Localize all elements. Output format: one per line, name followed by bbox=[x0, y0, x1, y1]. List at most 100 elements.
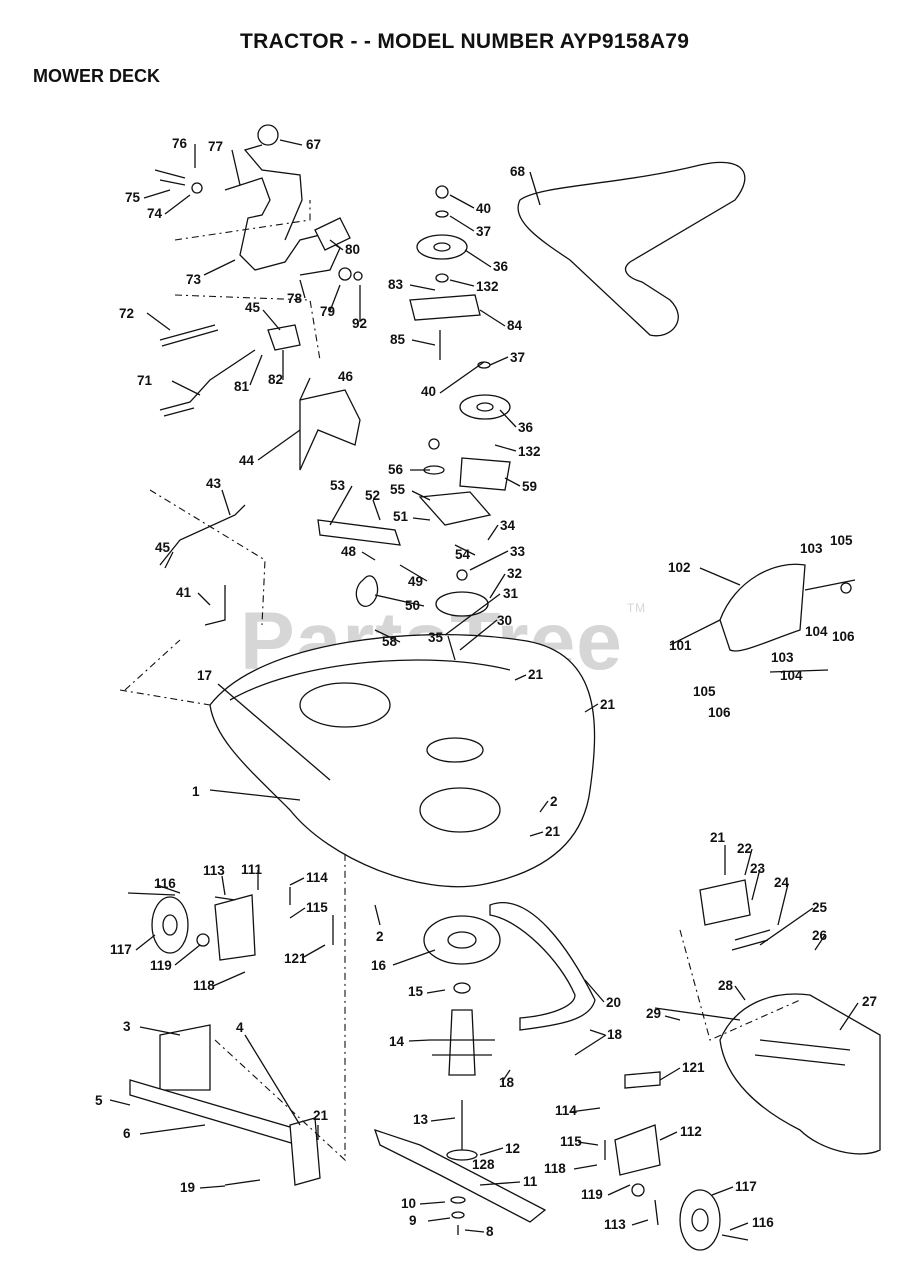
idler-bracket bbox=[317, 519, 401, 546]
callout-30: 30 bbox=[497, 613, 512, 628]
callout-75: 75 bbox=[125, 190, 141, 205]
blade-spindle bbox=[373, 915, 547, 1235]
callout-33: 33 bbox=[510, 544, 526, 559]
washer bbox=[435, 210, 449, 218]
callout-labels: 76 77 67 75 74 73 78 80 79 92 72 45 81 8… bbox=[95, 136, 877, 1239]
callout-13: 13 bbox=[413, 1112, 429, 1127]
pivot-bracket bbox=[267, 324, 301, 351]
front-link bbox=[289, 1117, 321, 1186]
callout-4: 4 bbox=[236, 1020, 244, 1035]
callout-79: 79 bbox=[320, 304, 335, 319]
callout-81: 81 bbox=[234, 379, 250, 394]
chute-deflector bbox=[719, 563, 806, 652]
idler-arm bbox=[418, 491, 492, 526]
callout-41: 41 bbox=[176, 585, 192, 600]
chute-hinge-rod bbox=[769, 579, 856, 673]
gauge-wheel-right bbox=[604, 1071, 749, 1251]
lift-rod-lower bbox=[204, 585, 226, 626]
mower-deck bbox=[119, 634, 596, 888]
callout-53: 53 bbox=[330, 478, 346, 493]
mower-belt bbox=[517, 161, 746, 337]
hanger-bracket bbox=[159, 1024, 211, 1091]
callout-2: 2 bbox=[550, 794, 558, 809]
wheel-spacer-plate bbox=[624, 1071, 661, 1089]
callout-12: 12 bbox=[505, 1141, 520, 1156]
callout-18: 18 bbox=[607, 1027, 623, 1042]
callout-21: 21 bbox=[528, 667, 544, 682]
callout-52: 52 bbox=[365, 488, 380, 503]
baffle bbox=[489, 902, 596, 1031]
callout-77: 77 bbox=[208, 139, 223, 154]
callout-21e: 21 bbox=[313, 1108, 329, 1123]
callout-25: 25 bbox=[812, 900, 828, 915]
callout-40b: 40 bbox=[421, 384, 436, 399]
callout-27: 27 bbox=[862, 994, 877, 1009]
wheel-hub bbox=[691, 1208, 709, 1232]
callout-84: 84 bbox=[507, 318, 523, 333]
callout-113: 113 bbox=[203, 863, 225, 878]
callout-46: 46 bbox=[338, 369, 354, 384]
spacer bbox=[631, 1183, 645, 1197]
drive-pulley bbox=[435, 591, 489, 617]
callout-2b: 2 bbox=[376, 929, 384, 944]
pulley-hub bbox=[433, 242, 451, 252]
callout-34: 34 bbox=[500, 518, 516, 533]
idler-pulley-stack bbox=[317, 185, 511, 617]
belt-guard bbox=[299, 389, 361, 471]
diagram-title: TRACTOR - - MODEL NUMBER AYP9158A79 bbox=[240, 30, 690, 53]
wheel-bracket bbox=[614, 1124, 661, 1176]
callout-132: 132 bbox=[476, 279, 499, 294]
callout-92: 92 bbox=[352, 316, 367, 331]
centerline bbox=[214, 850, 346, 1162]
height-adjuster bbox=[149, 389, 361, 626]
callout-18b: 18 bbox=[499, 1075, 515, 1090]
idler-mount bbox=[426, 737, 484, 763]
hinge-bracket bbox=[699, 879, 751, 926]
callout-17: 17 bbox=[197, 668, 212, 683]
callout-43: 43 bbox=[206, 476, 222, 491]
callout-37: 37 bbox=[476, 224, 491, 239]
callout-119: 119 bbox=[150, 958, 172, 973]
callout-74: 74 bbox=[147, 206, 163, 221]
centerline bbox=[174, 200, 311, 241]
pulley-housing-left bbox=[299, 682, 391, 728]
callout-117b: 117 bbox=[735, 1179, 757, 1194]
spindle-shaft-housing bbox=[448, 1009, 476, 1076]
callout-56: 56 bbox=[388, 462, 404, 477]
callout-51: 51 bbox=[393, 509, 409, 524]
callout-15: 15 bbox=[408, 984, 424, 999]
callout-14: 14 bbox=[389, 1034, 405, 1049]
callout-113b: 113 bbox=[604, 1217, 626, 1232]
callout-55: 55 bbox=[390, 482, 406, 497]
callout-73: 73 bbox=[186, 272, 202, 287]
callout-21d: 21 bbox=[710, 830, 726, 845]
bushing bbox=[435, 273, 449, 283]
nut bbox=[456, 569, 468, 581]
callout-26: 26 bbox=[812, 928, 828, 943]
lift-rod bbox=[159, 504, 246, 566]
callout-132b: 132 bbox=[518, 444, 541, 459]
handle-knob bbox=[257, 124, 279, 146]
callout-114: 114 bbox=[306, 870, 328, 885]
deck-stabilizer bbox=[129, 1079, 301, 1146]
callout-50: 50 bbox=[405, 598, 420, 613]
handle-grip-pad bbox=[314, 217, 351, 251]
washer bbox=[191, 182, 203, 194]
handle-lever bbox=[243, 144, 303, 241]
callout-16: 16 bbox=[371, 958, 387, 973]
callout-49: 49 bbox=[408, 574, 423, 589]
callout-3: 3 bbox=[123, 1019, 131, 1034]
callout-31: 31 bbox=[503, 586, 519, 601]
callout-104: 104 bbox=[805, 624, 828, 639]
callout-72: 72 bbox=[119, 306, 134, 321]
callout-71: 71 bbox=[137, 373, 153, 388]
callout-40: 40 bbox=[476, 201, 491, 216]
callout-121: 121 bbox=[284, 951, 307, 966]
centerline bbox=[174, 294, 321, 361]
callout-32: 32 bbox=[507, 566, 522, 581]
belt-keeper bbox=[409, 294, 481, 321]
callout-78: 78 bbox=[287, 291, 303, 306]
callout-37b: 37 bbox=[510, 350, 525, 365]
callout-21c: 21 bbox=[545, 824, 561, 839]
